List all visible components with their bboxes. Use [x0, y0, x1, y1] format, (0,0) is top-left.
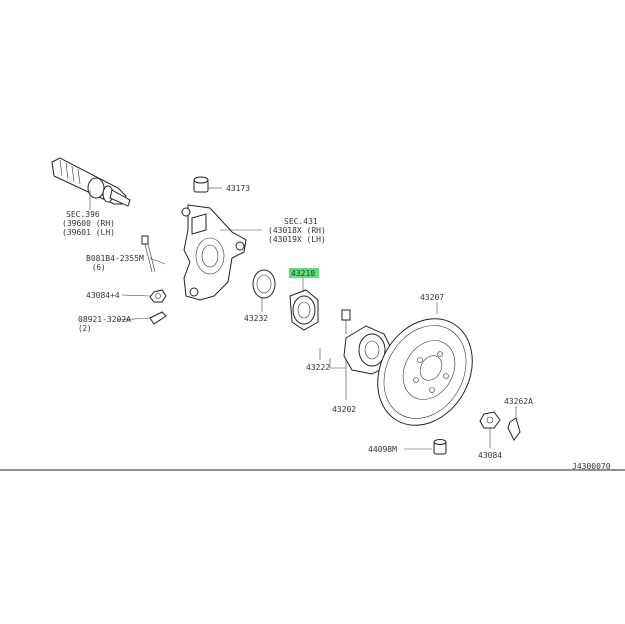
label-pin-ref: 08921-3202A	[78, 315, 131, 324]
label-43018x: (43018X (RH)	[268, 226, 326, 235]
bolt-081b4	[141, 235, 156, 273]
bushing-43173	[193, 176, 209, 193]
label-sec431: SEC.431	[284, 217, 318, 226]
seal-43232	[252, 269, 276, 299]
cap-44098m	[433, 439, 447, 455]
label-pin-qty: (2)	[78, 324, 92, 333]
label-43173: 43173	[226, 184, 250, 193]
label-bolt-qty: (6)	[92, 263, 106, 272]
nut-43084-right	[479, 411, 501, 429]
label-43019x: (43019X (LH)	[268, 235, 326, 244]
label-43207: 43207	[420, 293, 444, 302]
label-44098m: 44098M	[368, 445, 397, 454]
leader-lines	[89, 187, 517, 450]
label-43210: 43210	[291, 269, 315, 278]
diagram-code: J4300070	[572, 462, 611, 471]
label-43222: 43222	[306, 363, 330, 372]
label-43232: 43232	[244, 314, 268, 323]
label-43084: 43084	[478, 451, 502, 460]
label-43202: 43202	[332, 405, 356, 414]
bearing-43210	[289, 289, 319, 331]
brake-rotor-43207	[377, 318, 473, 426]
hub-bolt	[341, 309, 351, 334]
label-sec396: SEC.396	[66, 210, 100, 219]
steering-knuckle	[181, 204, 247, 301]
drive-shaft	[51, 157, 131, 207]
cotter-pin-left	[149, 311, 167, 325]
label-43084-4: 43084+4	[86, 291, 120, 300]
highlight-43210	[289, 268, 319, 278]
cotter-pin-43262a	[507, 417, 521, 441]
label-39601: (39601 (LH)	[62, 228, 115, 237]
hub-43202	[343, 325, 393, 375]
label-43262a: 43262A	[504, 397, 533, 406]
label-39600: (39600 (RH)	[62, 219, 115, 228]
label-bolt-ref: B081B4-2355M	[86, 254, 144, 263]
nut-43084-left	[149, 289, 167, 303]
